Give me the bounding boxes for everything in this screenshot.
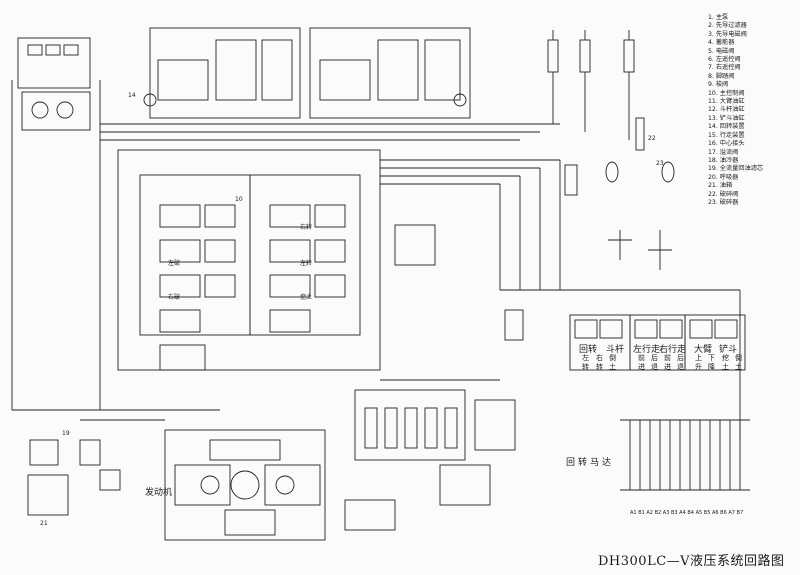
legend-item: 22. 破碎阀 [708,190,739,198]
cylinder-boom-left [547,39,559,73]
valve-group-right [684,314,746,371]
tag-19: 19 [62,430,70,437]
diagram-title: DH300LC—V液压系统回路图 [598,554,785,569]
legend-item: 23. 破碎器 [708,198,739,206]
left-swing-text: 左转 [300,260,313,267]
legend-item: 9. 梭阀 [708,81,729,89]
legend-item: 14. 回转装置 [708,123,745,131]
col-forward-2: 前进 [664,354,671,371]
breaker-cylinder [635,117,645,151]
dig-text: 挖土 [300,294,313,301]
tag-10: 10 [235,196,243,203]
left-remote-valve-box [149,27,301,119]
pilot-filter-block [17,37,91,89]
col-arm-dump: 倒土 [609,354,616,371]
legend-item: 17. 溢流阀 [708,148,739,156]
pump-frame [164,429,326,541]
valve-label-arm: 斗杆 [606,345,625,355]
legend-item: 10. 主控制阀 [708,89,745,97]
left-break-text: 左破 [168,260,181,267]
swing-valve-group [354,389,466,461]
valve-label-left-travel: 左行走 [633,345,661,355]
oil-tank-icon [27,474,69,516]
legend-item: 20. 呼吸器 [708,173,739,181]
valve-label-bucket: 铲斗 [719,345,738,355]
col-dump: 倒土 [735,354,742,371]
col-left-swing: 左转 [582,354,589,371]
legend-item: 18. 油冷器 [708,156,739,164]
legend-item: 7. 右遥控阀 [708,64,741,72]
cylinder-arm [623,39,635,73]
bucket-cylinder [564,164,578,196]
oil-cooler-icon [29,439,59,466]
swing-motor-label: 回转马达 [566,458,615,468]
col-forward: 前进 [638,354,645,371]
legend-item: 1. 主泵 [708,14,729,21]
legend-item: 3. 先导电磁阀 [708,30,747,38]
col-back: 后退 [651,354,658,371]
legend-item: 4. 蓄能器 [708,39,735,47]
legend-item: 2. 先导过滤器 [708,22,747,30]
col-up: 上升 [695,354,702,371]
gauge-2-icon [56,101,74,119]
col-back-2: 后退 [677,354,684,371]
tag-21: 21 [40,520,48,527]
legend-item: 21. 油箱 [708,182,733,190]
port-labels-bottom: A1 B1 A2 B2 A3 B3 A4 B4 A5 B5 A6 B6 A7 B… [630,510,744,516]
col-down: 下降 [708,354,715,371]
legend-item: 13. 铲斗油缸 [708,114,745,122]
engine-label: 发动机 [145,488,173,498]
valve-label-boom: 大臂 [694,345,713,355]
legend-item: 6. 左遥控阀 [708,56,741,64]
legend-item: 5. 电磁阀 [708,47,735,55]
right-remote-valve-box [309,27,471,119]
legend-item: 16. 中心接头 [708,140,745,148]
cylinder-boom-right [579,39,591,73]
tag-22: 22 [648,135,656,142]
legend-item: 12. 斗杆油缸 [708,106,745,114]
right-break-text: 右破 [168,294,181,301]
pilot-solenoid-block [21,91,91,131]
valve-label-right-travel: 右行走 [659,345,687,355]
col-dig: 挖土 [722,354,729,371]
legend-item: 11. 大臂油缸 [708,98,745,106]
legend-item: 19. 全流量回油滤芯 [708,165,764,173]
right-swing-text: 右转 [300,224,313,231]
tag-23: 23 [656,160,664,167]
legend-item: 15. 行走装置 [708,131,745,139]
shuttle-valve-block [394,224,436,266]
col-right-swing: 右转 [596,354,603,371]
valve-label-swing: 回转 [579,345,598,355]
legend-item: 8. 脚踏阀 [708,72,735,80]
main-control-valve-frame [117,149,381,371]
gauge-1-icon [31,101,49,119]
tag-14: 14 [128,92,136,99]
